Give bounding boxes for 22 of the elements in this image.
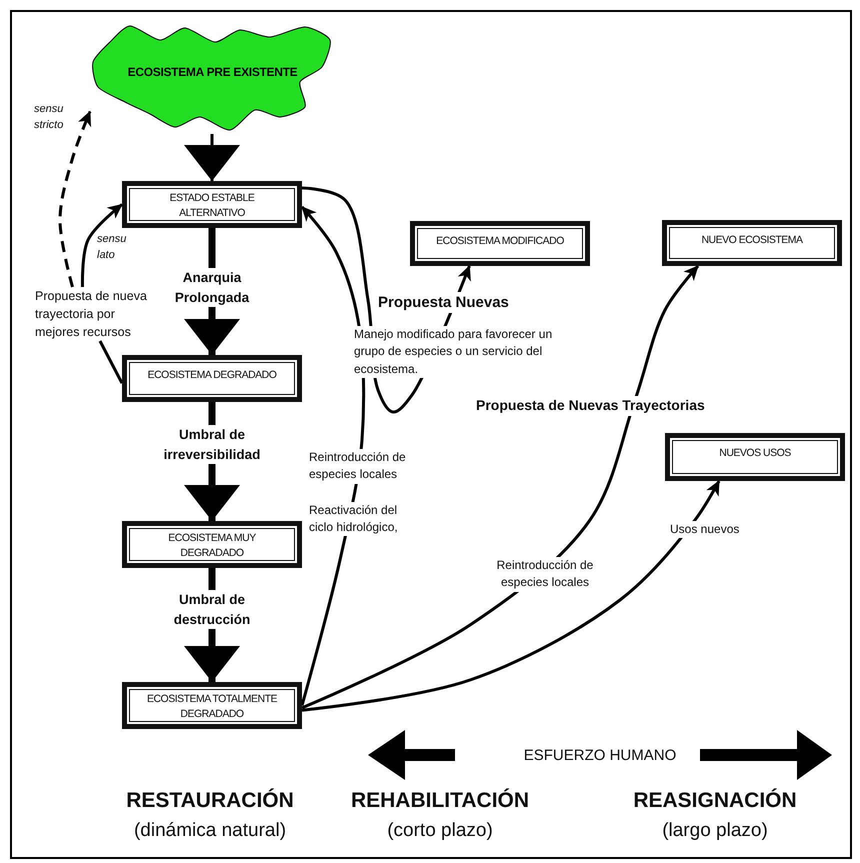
dashed-arrow [58, 110, 92, 288]
box-label: ESTADO ESTABLE ALTERNATIVO [168, 191, 256, 221]
box-label: ECOSISTEMA MODIFICADO [436, 234, 564, 249]
state-box [665, 433, 845, 481]
state-box [410, 221, 590, 266]
state-box [122, 181, 302, 228]
annotation-text: Propuesta de nueva trayectoria por mejores recursos [35, 288, 148, 341]
state-box [122, 521, 302, 568]
ecosystem-label: ECOSISTEMA PRE EXISTENTE [126, 65, 298, 79]
box-label: ECOSISTEMA DEGRADADO [148, 368, 276, 383]
box-label: NUEVO ECOSISTEMA [701, 233, 803, 248]
arrow [301, 265, 700, 710]
state-box [662, 220, 842, 266]
arrow [80, 203, 123, 288]
box-label: NUEVOS USOS [719, 446, 791, 461]
state-box [122, 355, 302, 402]
connector-line [98, 340, 124, 384]
arrow [302, 480, 720, 712]
state-box [122, 682, 302, 729]
box-label: ECOSISTEMA TOTALMENTE DEGRADADO [146, 692, 278, 722]
arrow [184, 134, 240, 181]
box-label: ECOSISTEMA MUY DEGRADADO [167, 531, 257, 561]
